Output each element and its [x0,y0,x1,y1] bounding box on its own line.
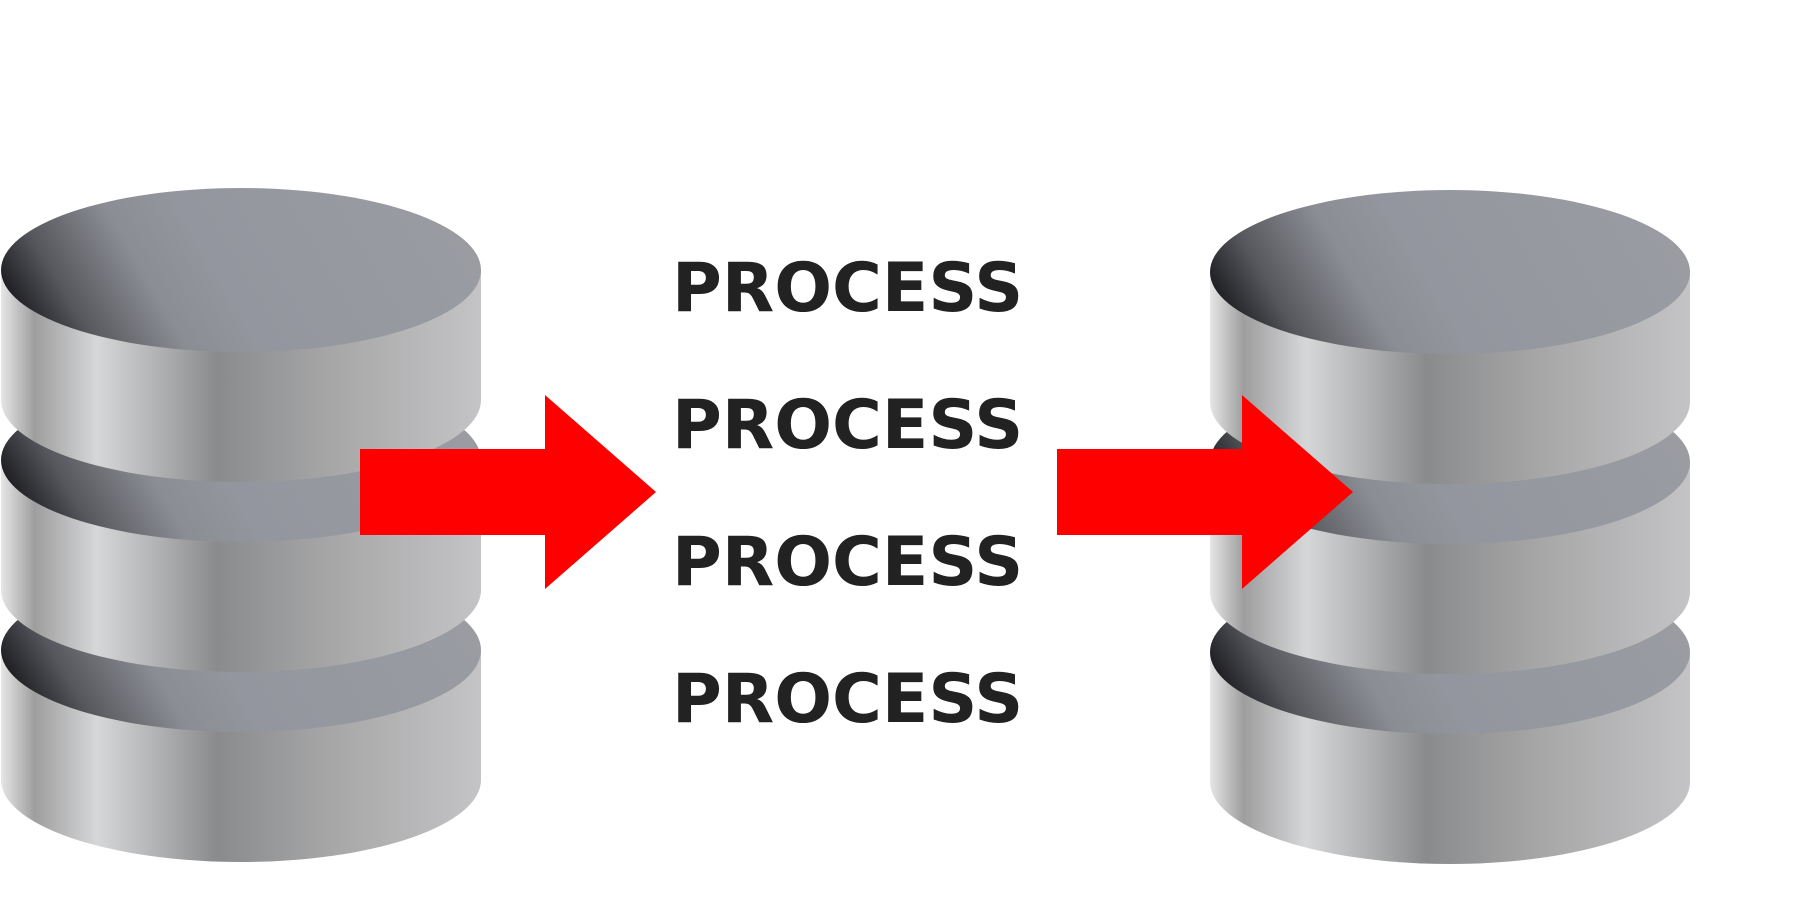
disk-top [1210,190,1690,354]
arrow-right-icon [1057,395,1353,589]
arrow-right-icon [360,395,656,589]
disk-top [1,188,481,352]
database-icon [1210,190,1690,864]
process-label-2: PROCESS [672,386,1024,465]
process-label-4: PROCESS [672,660,1024,739]
database-disk [1210,190,1690,484]
database-disk [1,188,481,482]
process-label-1: PROCESS [672,249,1024,328]
process-label-3: PROCESS [672,523,1024,602]
target-database [1210,190,1690,864]
